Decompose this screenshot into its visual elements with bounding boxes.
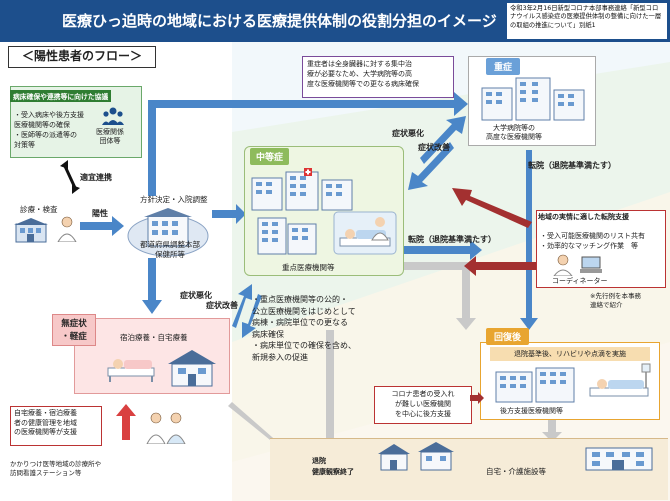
computer-icon (580, 256, 602, 274)
home-label: 自宅・介護施設等 (486, 467, 546, 476)
worsen-label-mid: 症状悪化 (180, 291, 212, 300)
worsen-label-top: 症状悪化 (392, 129, 424, 138)
support-line: 自宅療養・宿泊療養 (14, 409, 77, 417)
coordination-heading: 病床確保や連携等に向けた協議 (10, 90, 112, 102)
recovery-note-line: が難しい医療機関 (395, 400, 451, 408)
regional-item: ・受入可能医療機関のリスト共有 (540, 232, 645, 240)
flow-heading: ＜陽性患者のフロー＞ (8, 46, 156, 68)
support-line: 者の健康管理を地域 (14, 418, 77, 427)
severe-description: 重症者は全身臓器に対する集中治 療が必要なため、大学病院等の高 度な医療機関等で… (302, 56, 454, 98)
care-facility-icon (584, 442, 654, 472)
mild-tag: 無症状 ・軽症 (52, 314, 96, 346)
two-way-arrow-icon (60, 160, 80, 194)
coordination-item: ・受入病床や後方支援 (14, 111, 84, 119)
coordination-list: ・受入病床や後方支援 医療機関等の確保 ・医師等の派遣等の 対策等 (14, 110, 84, 150)
improve-label-mid: 症状改善 (206, 301, 238, 310)
prefecture-line: 保健所等 (155, 250, 185, 259)
bed-patient-icon (106, 348, 156, 384)
coordination-item: ・医師等の派遣等の (14, 131, 77, 139)
policy-label: 方針決定・入院調整 (140, 195, 208, 204)
discharge-bottom: 退院 健康観察終了 (312, 456, 354, 478)
moderate-bullet: 病棟・病院単位での更なる (252, 318, 348, 328)
hospital-icon (256, 212, 318, 256)
moderate-bullet: 病床確保 (252, 329, 284, 339)
clinic-line: かかりつけ医等地域の診療所や (10, 460, 102, 468)
medical-org-label: 医療関係 団体等 (96, 128, 124, 146)
recovery-note-line: を中心に後方支援 (395, 410, 451, 418)
precedent-line: 連絡で紹介 (590, 301, 623, 309)
page-title: 医療ひっ迫時の地域における医療提供体制の役割分担のイメージ (62, 12, 497, 30)
patient-bed-icon (332, 210, 398, 256)
recovery-note: コロナ患者の受入れ が難しい医療機関 を中心に後方支援 (374, 386, 472, 424)
precedent-line: ※先行例を本事務 (590, 292, 641, 300)
coordination-item: 対策等 (14, 141, 35, 149)
hospital-icon (250, 168, 354, 212)
discharge-moderate-label: 転院（退院基準満たす） (408, 235, 496, 244)
regional-list: ・受入可能医療機関のリスト共有 ・効率的なマッチング作業 等 (540, 232, 645, 251)
prefecture-building-icon (126, 206, 210, 258)
discharge-bottom-label: 退院 (312, 457, 326, 465)
source-note: 令和3年2月16日新型コロナ本部事務連絡「新型コロナウイルス感染症の医療提供体制… (506, 2, 668, 40)
regional-item: ・効率的なマッチング作業 等 (540, 241, 638, 250)
severe-desc-line: 療が必要なため、大学病院等の高 (307, 70, 412, 78)
severe-hosp-line: 大学病院等の (493, 124, 535, 132)
improve-label-top: 症状改善 (418, 143, 450, 152)
health-observation-end-label: 健康観察終了 (312, 468, 354, 476)
support-line: の医療機関等が支援 (14, 428, 77, 436)
mild-tag-line: 無症状 (61, 319, 87, 329)
hospital-icon (494, 364, 578, 404)
clinic-line: 訪問看護ステーション等 (10, 469, 82, 477)
severe-hospital-label: 大学病院等の 高度な医療機関等 (486, 124, 542, 142)
severe-desc-line: 重症者は全身臓器に対する集中治 (307, 60, 412, 68)
hospital-icon (478, 74, 588, 122)
coordinator-icon (552, 254, 574, 276)
severe-desc-line: 度な医療機関等での更なる病床確保 (307, 80, 419, 88)
severe-tag: 重症 (486, 58, 521, 75)
recovery-hospital-label: 後方支援医療機関等 (500, 407, 563, 415)
moderate-tag: 中等症 (250, 148, 290, 165)
mild-caption: 宿泊療養・自宅療養 (120, 333, 188, 342)
moderate-bullet: 公立医療機関をはじめとして (252, 306, 356, 316)
recovery-note-line: コロナ患者の受入れ (391, 390, 455, 398)
coordinator-label: コーディネーター (552, 277, 608, 285)
patient-bed-icon (584, 362, 654, 406)
precedent-note: ※先行例を本事務 連絡で紹介 (590, 292, 641, 310)
mild-tag-line: ・軽症 (61, 332, 87, 342)
prefecture-label: 都道府県調整本部 保健所等 (140, 240, 200, 260)
clinic-caption: かかりつけ医等地域の診療所や 訪問看護ステーション等 (10, 460, 101, 478)
recovery-sub: 退院基準後、リハビリや点滴を実施 (490, 347, 650, 361)
moderate-bullet: 新規参入の促進 (252, 352, 308, 362)
discharge-severe-label: 転院（退院基準満たす） (528, 161, 616, 170)
positive-label: 陽性 (92, 209, 108, 218)
prefecture-line: 都道府県調整本部 (140, 240, 200, 249)
regional-heading: 地域の実情に適した転院支援 (538, 213, 629, 221)
people-group-icon (102, 106, 124, 126)
regional-support-box (536, 210, 666, 288)
moderate-bullet: ・病床単位での確保を含め、 (252, 341, 356, 351)
org-line: 医療関係 (96, 128, 124, 136)
moderate-bullets: ・重点医療機関等の公的・ 公立医療機関をはじめとして 病棟・病院単位での更なる … (252, 294, 356, 364)
doctor-icon (56, 216, 78, 242)
support-note: 自宅療養・宿泊療養 者の健康管理を地域 の医療機関等が支援 (10, 406, 102, 446)
moderate-bullet: ・重点医療機関等の公的・ (252, 295, 348, 304)
house-icon (376, 442, 472, 472)
pointer-arrow-icon (470, 392, 484, 404)
clinic-icon (14, 218, 48, 244)
house-icon (164, 348, 220, 388)
exam-label: 診療・検査 (20, 205, 58, 214)
coordination-item: 医療機関等の確保 (14, 121, 70, 129)
recovery-tag: 回復後 (486, 328, 530, 345)
moderate-hospital-label: 重点医療機関等 (282, 263, 335, 272)
proper-link-label: 適宜連携 (80, 173, 112, 182)
nurse-icon (146, 410, 186, 444)
org-line: 団体等 (99, 137, 121, 145)
severe-hosp-line: 高度な医療機関等 (486, 133, 542, 141)
